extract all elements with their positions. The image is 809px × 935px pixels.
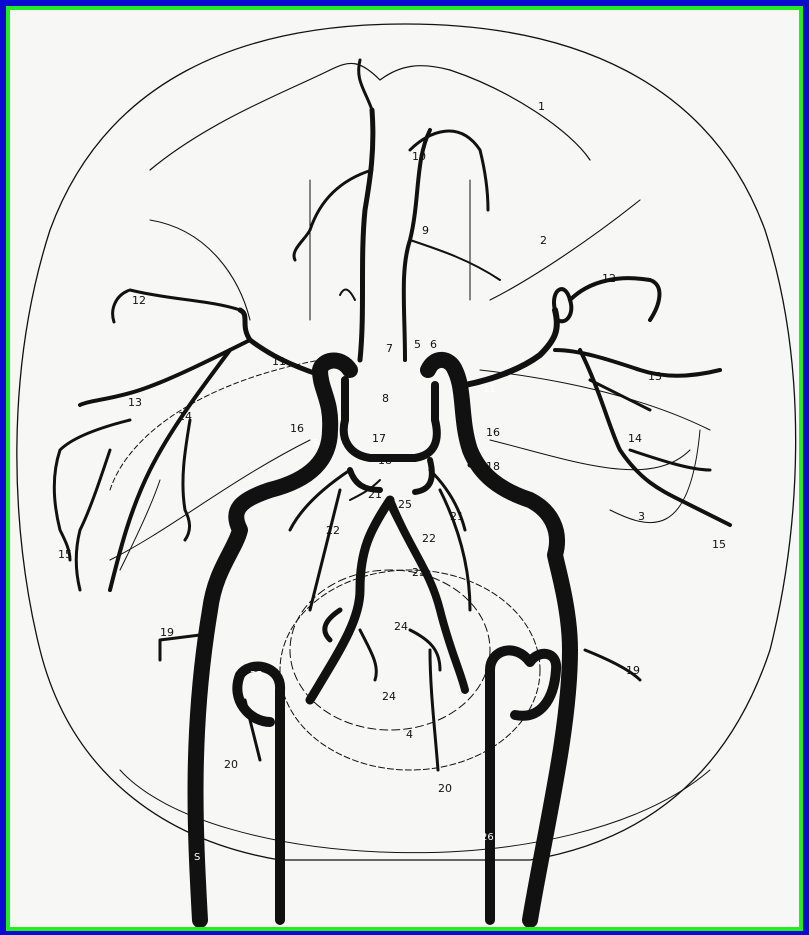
label-14-left: 14 (178, 410, 192, 423)
label-11-right: 11 (483, 384, 496, 395)
petrous-right (490, 440, 690, 470)
label-22-right: 22 (422, 532, 436, 545)
cerebral-angiogram-diagram: 1 2 3 4 6 7 8 9 10 11 11 12 12 13 13 14 … (10, 10, 799, 927)
communicating-right (415, 460, 432, 492)
temporal-right (610, 430, 700, 523)
label-24-lower: 24 (382, 690, 396, 703)
left-mca-branch-16 (183, 420, 190, 540)
right-vertebral-artery (490, 650, 556, 920)
cerebellar-24 (360, 630, 376, 680)
label-19-left: 19 (160, 626, 174, 639)
label-22-left: 22 (326, 524, 340, 537)
left-mca-branch-15b (76, 450, 110, 590)
aca-branch-4 (410, 240, 500, 280)
left-internal-carotid-artery (196, 361, 350, 920)
label-15-right: 15 (712, 538, 726, 551)
right-mca-branch-15 (630, 450, 710, 470)
left-vertebral-artery (237, 667, 280, 920)
label-18-right: 18 (486, 460, 500, 473)
aca-branch-5 (340, 290, 355, 300)
label-5-left: 5 (312, 438, 318, 449)
label-20-left: 20 (224, 758, 238, 771)
label-13-left: 13 (128, 396, 142, 409)
posterior-fossa-inner (290, 570, 490, 730)
label-21-right: 21 (450, 510, 464, 523)
label-26: 26 (481, 832, 494, 843)
basilar-loop (325, 610, 340, 640)
circle-of-willis (344, 380, 437, 458)
orbital-roof-right (450, 70, 590, 160)
anterior-cerebral-artery-left (360, 110, 373, 360)
label-24-upper: 24 (394, 620, 408, 633)
crista-galli (330, 63, 450, 80)
cerebellar-20 (430, 650, 438, 770)
label-18-center: 18 (378, 454, 392, 467)
posterior-cerebral-right-b (440, 490, 470, 610)
left-mca-branch-15 (54, 420, 130, 560)
basilar-branch-right (390, 500, 465, 690)
cerebellar-24b (410, 630, 440, 670)
label-s-right: S (548, 512, 555, 525)
orbital-roof-left (150, 70, 330, 170)
posterior-cerebral-left-b (310, 490, 340, 610)
label-7: 7 (386, 342, 393, 355)
figure-paper: 1 2 3 4 6 7 8 9 10 11 11 12 12 13 13 14 … (6, 6, 803, 931)
basilar-artery (310, 500, 390, 700)
middle-fossa-left (110, 360, 320, 490)
label-25-center: 25 (398, 498, 412, 511)
label-25-left: 25 (250, 670, 263, 681)
label-16-right: 16 (486, 426, 500, 439)
label-21-left: 21 (368, 488, 382, 501)
label-s-lower-left: S (194, 852, 200, 863)
label-6: 6 (430, 338, 437, 351)
aca-branch-2 (294, 170, 372, 260)
label-5-top: 5 (414, 338, 421, 351)
label-20-right: 20 (438, 782, 452, 795)
communicating-left (350, 470, 380, 490)
label-16-left: 16 (290, 422, 304, 435)
label-2: 2 (540, 234, 547, 247)
aca-branch-3 (410, 131, 488, 210)
right-middle-cerebral-artery (465, 310, 557, 385)
label-17: 17 (372, 432, 386, 445)
label-23: 23 (412, 566, 426, 579)
sphenoid-left (150, 220, 250, 320)
petrous-left (110, 440, 310, 560)
label-10: 10 (412, 150, 426, 163)
label-14-right: 14 (628, 432, 642, 445)
label-19-right: 19 (626, 664, 640, 677)
label-8: 8 (382, 392, 389, 405)
cerebellar-20b (245, 700, 260, 760)
label-12-right: 12 (602, 272, 616, 285)
sphenoid-right (490, 200, 640, 300)
left-mca-branch-13 (80, 340, 250, 405)
label-9: 9 (422, 224, 429, 237)
label-11-left: 11 (272, 355, 286, 368)
label-3: 3 (638, 510, 645, 523)
label-13-right: 13 (648, 370, 662, 383)
label-15-left: 15 (58, 548, 72, 561)
label-1: 1 (538, 100, 545, 113)
label-4: 4 (406, 728, 413, 741)
label-12-left: 12 (132, 294, 146, 307)
